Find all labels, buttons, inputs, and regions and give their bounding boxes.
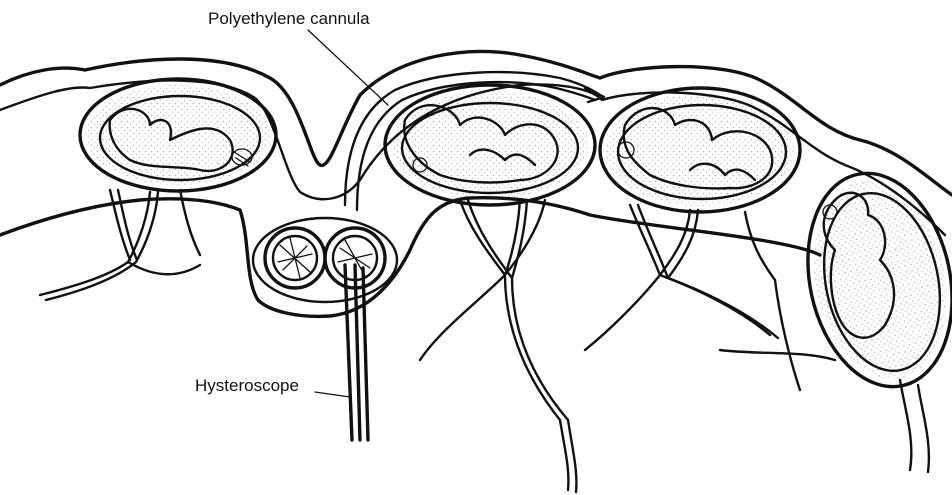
cannula-label: Polyethylene cannula — [208, 9, 370, 29]
vessels-center — [420, 200, 568, 490]
hysteroscope-leader-line — [315, 392, 350, 397]
cannula-leader-line — [308, 30, 388, 105]
vessels-far-right — [900, 380, 929, 472]
hysteroscope-shaft — [345, 265, 368, 440]
vessels-left — [40, 190, 200, 295]
hysteroscope-label: Hysteroscope — [195, 376, 299, 396]
